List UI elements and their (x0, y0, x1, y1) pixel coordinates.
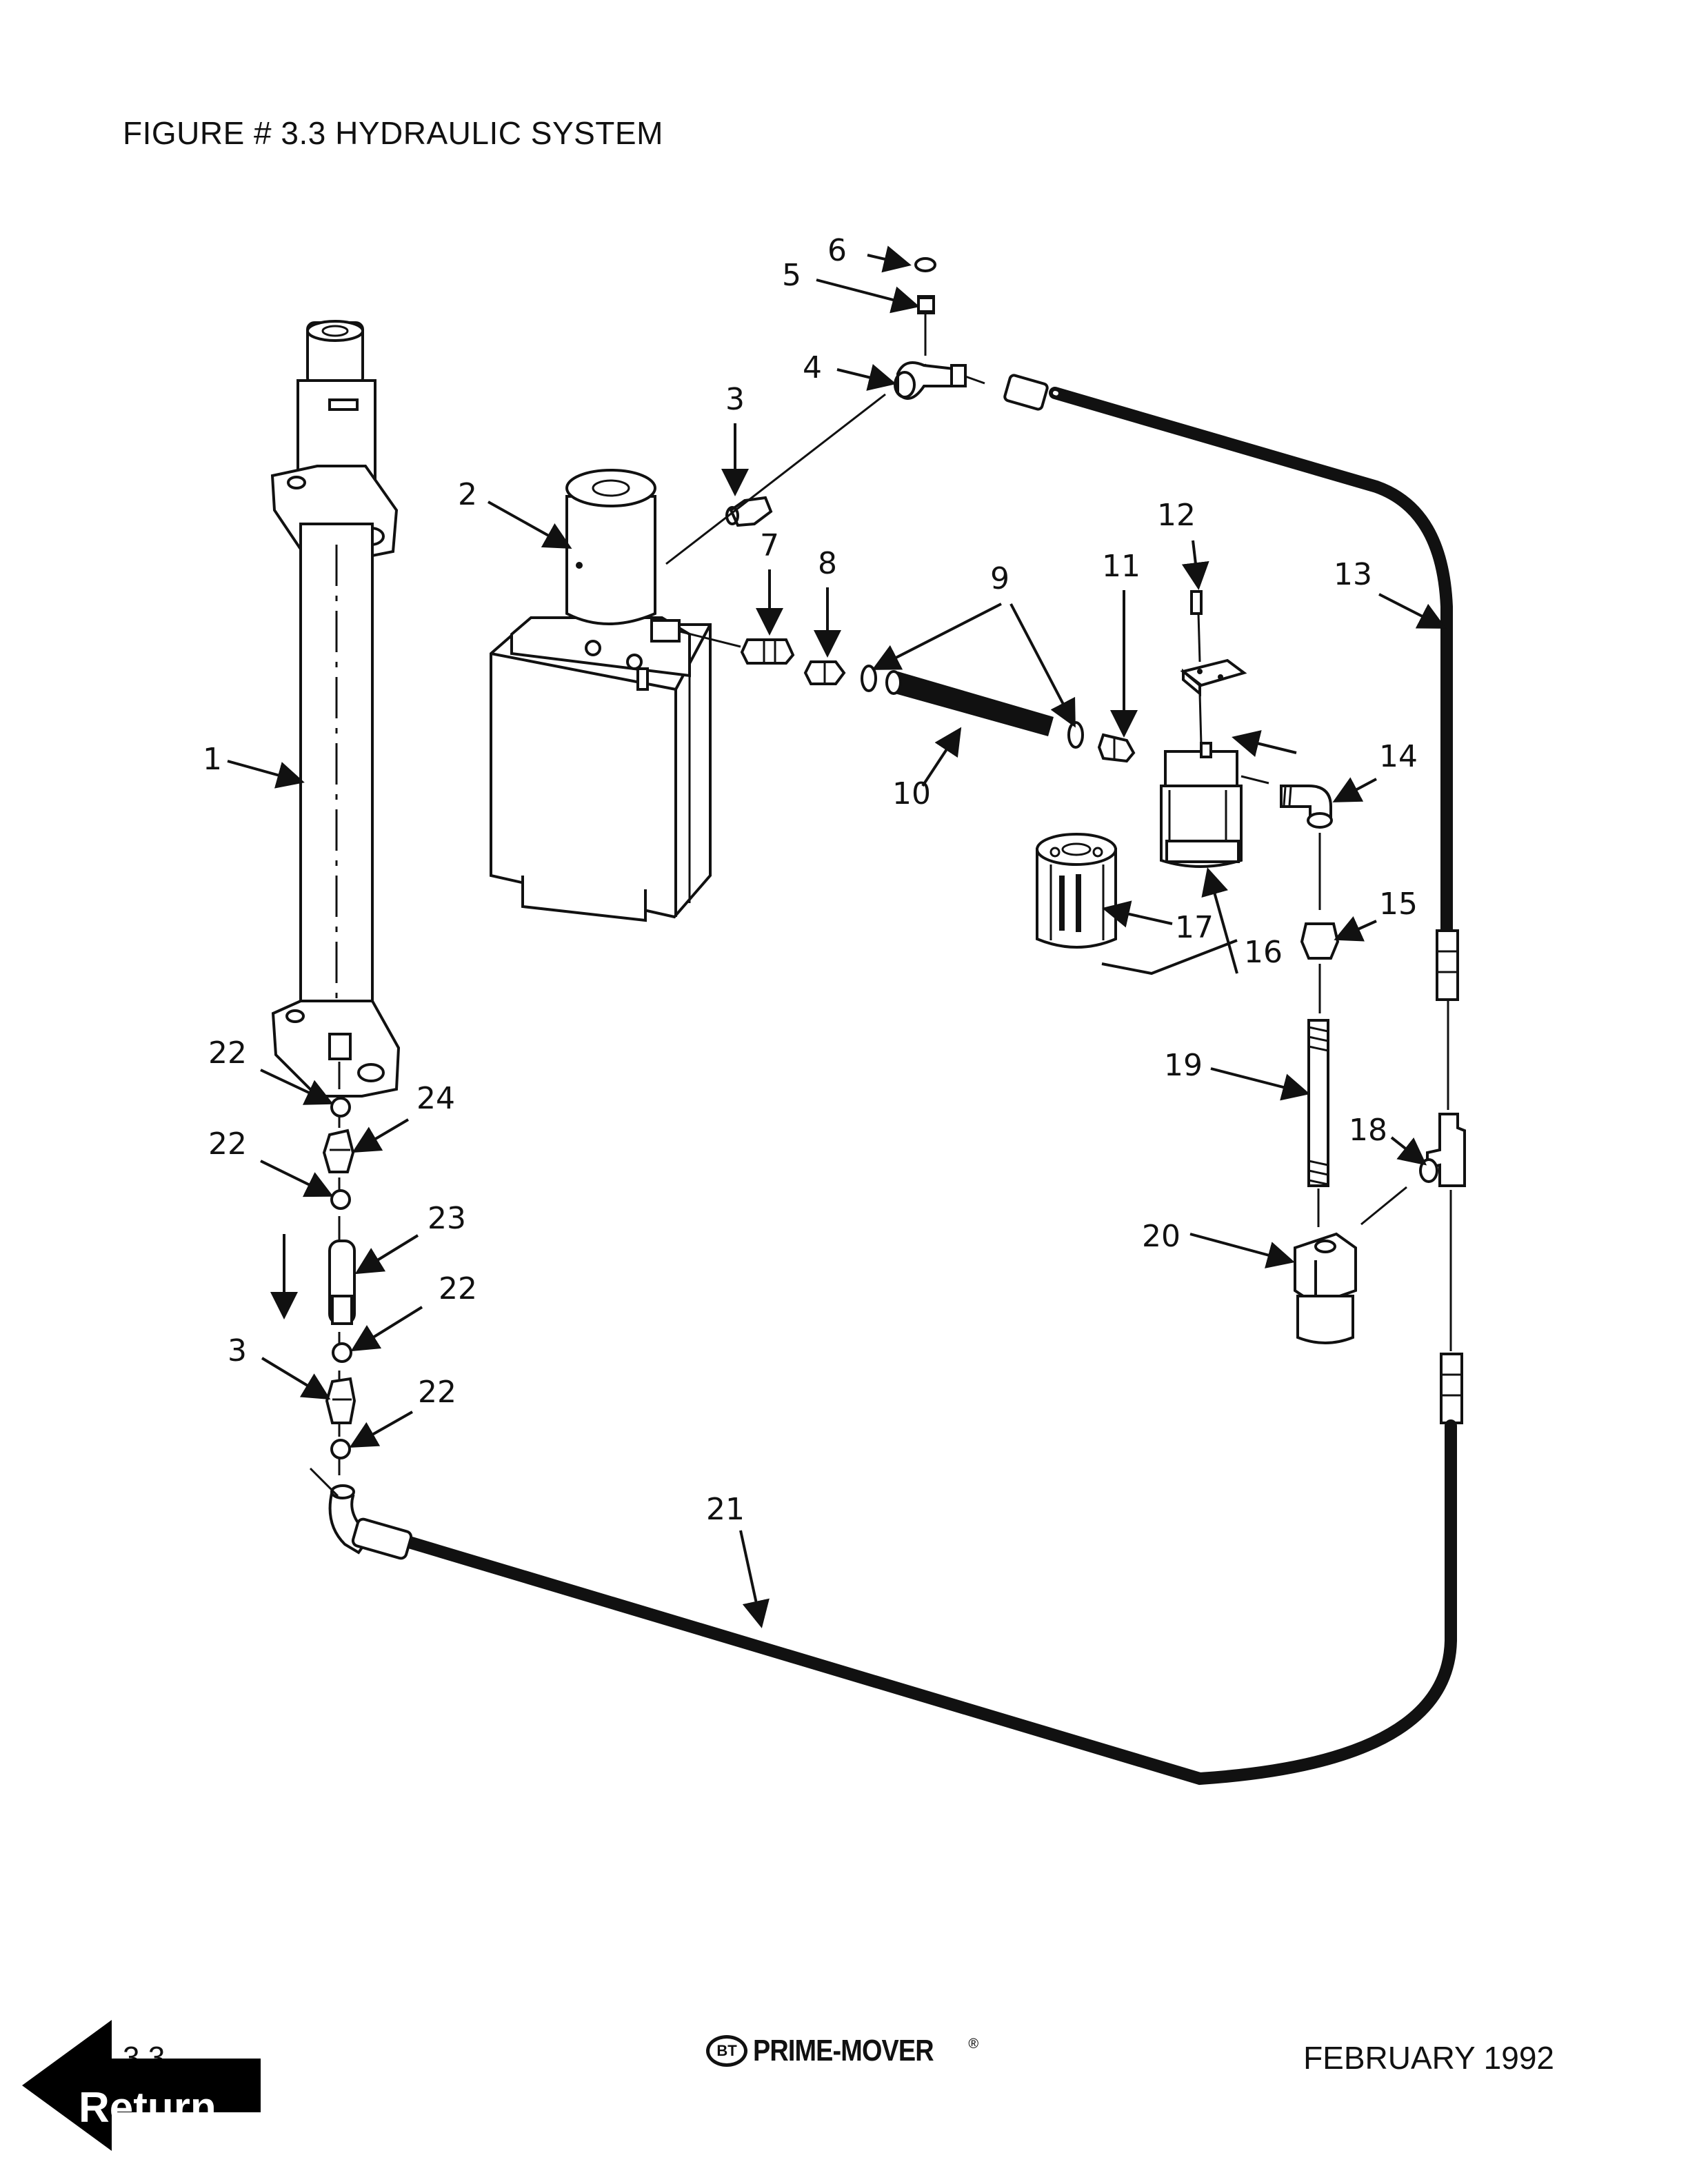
callout-12: 12 (1157, 498, 1196, 533)
callout-11: 11 (1102, 549, 1141, 584)
return-line-components (1280, 785, 1407, 1344)
cylinder-fittings (322, 1062, 356, 1475)
registered-mark: ® (968, 2036, 979, 2052)
callout-4: 4 (803, 350, 822, 385)
callout-1: 1 (203, 742, 222, 777)
callout-8: 8 (818, 546, 837, 581)
callout-labels: 1 2 3 3 4 5 6 7 8 9 10 11 12 13 14 15 16… (203, 233, 1418, 1527)
callout-18: 18 (1349, 1113, 1387, 1148)
callout-3-lower: 3 (228, 1333, 247, 1368)
callout-16: 16 (1244, 935, 1283, 970)
callout-22-a: 22 (208, 1035, 247, 1071)
return-label: Return (79, 2084, 217, 2132)
callout-19: 19 (1164, 1048, 1203, 1083)
callout-13: 13 (1334, 557, 1372, 592)
callout-10: 10 (892, 776, 931, 811)
filter-assembly (1160, 590, 1269, 868)
callout-22-d: 22 (418, 1375, 456, 1410)
callout-5: 5 (782, 258, 801, 293)
callout-7: 7 (760, 528, 779, 563)
power-unit (490, 469, 712, 922)
callout-2: 2 (458, 477, 477, 512)
filter-line-fittings (679, 630, 1136, 763)
hoses (309, 374, 1466, 1786)
callout-22-c: 22 (439, 1271, 477, 1306)
callout-9: 9 (990, 561, 1009, 596)
left-arrow-icon (22, 2020, 261, 2151)
callout-23: 23 (428, 1201, 466, 1236)
callout-24: 24 (416, 1081, 455, 1116)
callout-15: 15 (1379, 887, 1418, 922)
callout-6: 6 (827, 233, 847, 268)
callout-21: 21 (706, 1492, 745, 1527)
callout-17: 17 (1175, 910, 1214, 945)
callout-14: 14 (1379, 739, 1418, 774)
document-date: FEBRUARY 1992 (1303, 2040, 1554, 2076)
callout-22-b: 22 (208, 1126, 247, 1162)
return-button[interactable]: Return (22, 2020, 263, 2151)
top-fittings (665, 257, 985, 565)
spin-on-filter (1036, 833, 1117, 949)
leader-arrows (227, 245, 1447, 1628)
callout-3: 3 (725, 382, 745, 417)
brand-emblem: BT (706, 2035, 747, 2067)
figure-title: FIGURE # 3.3 HYDRAULIC SYSTEM (123, 115, 663, 151)
brand-name: PRIME-MOVER (753, 2034, 934, 2067)
brand-logo: BT PRIME-MOVER ® (706, 2034, 978, 2068)
lift-cylinder (270, 320, 401, 1098)
callout-20: 20 (1142, 1219, 1180, 1254)
